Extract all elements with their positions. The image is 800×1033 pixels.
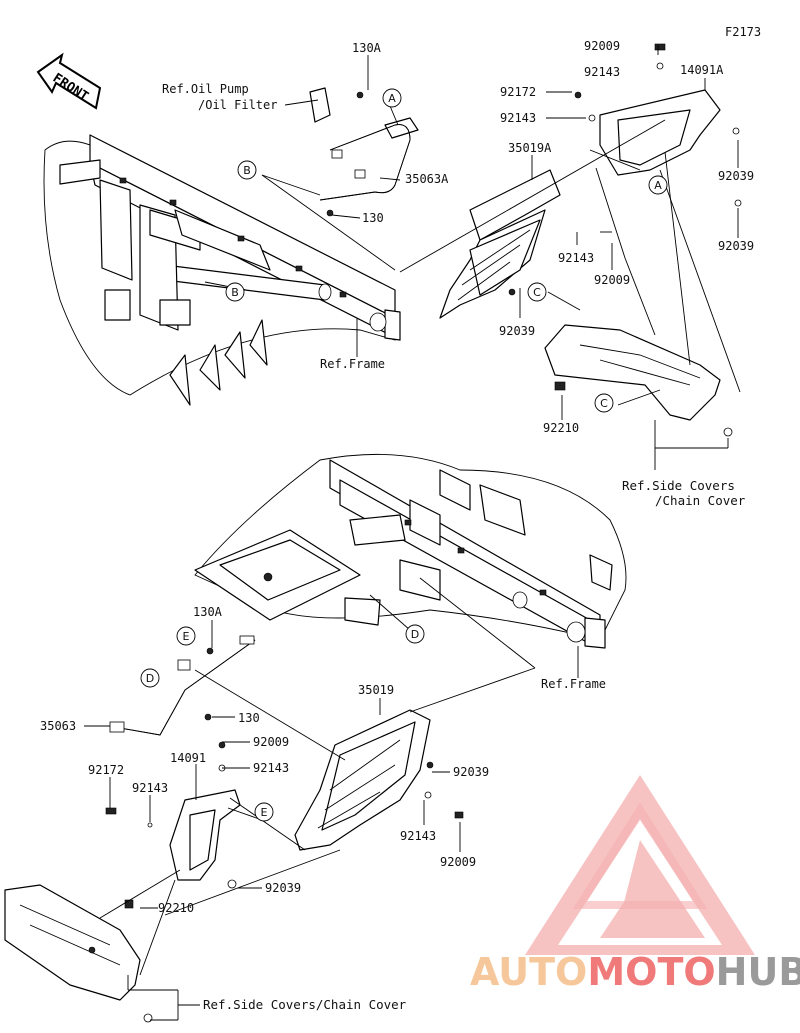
- callout-D-pipe: [140, 668, 160, 688]
- label-92210-upper: 92210: [543, 421, 579, 435]
- callout-B-frame: [225, 282, 245, 302]
- label-ref-side-covers-upper: Ref.Side Covers: [622, 478, 735, 493]
- automotohub-logo: [525, 775, 755, 955]
- label-35063A: 35063A: [405, 172, 449, 186]
- callout-E-guard-label: E: [261, 806, 268, 819]
- callout-D-pipe-label: D: [146, 672, 154, 685]
- label-92143-mid: 92143: [500, 111, 536, 125]
- callout-B-top-label: B: [243, 164, 251, 177]
- label-130A-lower: 130A: [193, 605, 223, 619]
- callout-B-top: [237, 160, 257, 180]
- callout-E-pipe: [176, 626, 196, 646]
- lower-frame-drawing: [194, 453, 627, 649]
- label-92009-lower-a: 92009: [253, 735, 289, 749]
- label-92143-cover: 92143: [558, 251, 594, 265]
- upper-leader-lines: [204, 45, 741, 470]
- lower-leader-lines: [84, 577, 579, 1021]
- callout-D-frame-label: D: [411, 628, 419, 641]
- callout-A-top: [382, 88, 402, 108]
- front-arrow-icon: FRONT: [36, 52, 102, 110]
- label-ref-side-covers-lower: Ref.Side Covers/Chain Cover: [203, 997, 407, 1012]
- pipe-35063-drawing: [109, 635, 256, 736]
- cover-35019-drawing: [294, 709, 464, 851]
- label-92039-right2: 92039: [718, 239, 754, 253]
- chain-cover-lower-drawing: [4, 884, 153, 1023]
- label-92172-lower: 92172: [88, 763, 124, 777]
- label-14091A: 14091A: [680, 63, 724, 77]
- callout-C-cover: [527, 282, 547, 302]
- label-92172-upper: 92172: [500, 85, 536, 99]
- upper-part-labels: 130A Ref.Oil Pump /Oil Filter 35063A 130…: [162, 39, 754, 508]
- upper-frame-drawing: [43, 134, 401, 406]
- label-ref-chain-cover-upper: /Chain Cover: [655, 493, 746, 508]
- callout-E-pipe-label: E: [183, 630, 190, 643]
- callout-D-frame: [405, 624, 425, 644]
- upper-callouts: A A B B C C: [225, 88, 668, 413]
- label-130A-upper: 130A: [352, 41, 382, 55]
- label-92210-lower: 92210: [158, 901, 194, 915]
- label-ref-oil-pump: Ref.Oil Pump: [162, 82, 249, 96]
- label-92009-cover: 92009: [594, 273, 630, 287]
- label-92039-cover: 92039: [499, 324, 535, 338]
- label-130-lower: 130: [238, 711, 260, 725]
- label-92009-top: 92009: [584, 39, 620, 53]
- lower-callouts: E D D E: [140, 624, 425, 822]
- guard-14091-drawing: [105, 741, 241, 889]
- label-ref-frame-lower: Ref.Frame: [541, 677, 606, 691]
- callout-E-guard: [254, 802, 274, 822]
- chain-cover-right-drawing: [544, 127, 742, 437]
- label-92143-lower-b: 92143: [132, 781, 168, 795]
- label-130-upper: 130: [362, 211, 384, 225]
- watermark-word-auto: AUTOMOTOHUB: [470, 950, 800, 994]
- label-92039-right1: 92039: [718, 169, 754, 183]
- callout-A-right-label: A: [654, 179, 662, 192]
- label-35019A: 35019A: [508, 141, 552, 155]
- label-35019: 35019: [358, 683, 394, 697]
- pipe-35063A-drawing: [309, 87, 419, 217]
- label-ref-oil-filter: /Oil Filter: [198, 98, 277, 112]
- label-14091: 14091: [170, 751, 206, 765]
- callout-C-cover-label: C: [533, 286, 541, 299]
- label-92143-lower-c: 92143: [400, 829, 436, 843]
- label-92009-lower-b: 92009: [440, 855, 476, 869]
- callout-C-chain-label: C: [600, 397, 608, 410]
- callout-C-chain: [594, 393, 614, 413]
- callout-A-top-label: A: [388, 92, 396, 105]
- lower-part-labels: 130A 35063 130 92009 92143 14091 92172 9…: [40, 605, 606, 1012]
- guard-14091A-drawing: [574, 43, 721, 176]
- label-92039-lower-a: 92039: [453, 765, 489, 779]
- cover-35019A-drawing: [439, 169, 561, 319]
- callout-A-right: [648, 175, 668, 195]
- label-35063: 35063: [40, 719, 76, 733]
- label-92039-lower-b: 92039: [265, 881, 301, 895]
- figure-code: F2173: [725, 25, 761, 39]
- label-92143-lower-a: 92143: [253, 761, 289, 775]
- label-ref-frame-upper: Ref.Frame: [320, 357, 385, 371]
- label-92143-top: 92143: [584, 65, 620, 79]
- callout-B-frame-label: B: [231, 286, 239, 299]
